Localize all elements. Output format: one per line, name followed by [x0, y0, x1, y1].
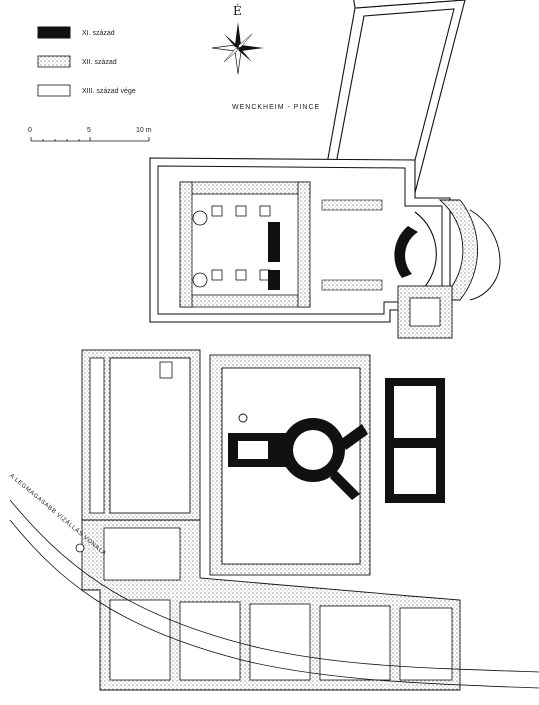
cellar-label: WENCKHEIM - PINCE: [232, 104, 321, 111]
scale-label-0: 0: [28, 127, 32, 134]
scale-bar: [30, 137, 150, 142]
legend-swatch-13th-century: [37, 84, 71, 97]
water-level-lines: [9, 499, 539, 689]
legend: [37, 26, 71, 97]
church-building: [149, 157, 501, 339]
rotunda-courtyard: [209, 354, 371, 576]
east-block: [385, 378, 445, 503]
west-block: [81, 349, 201, 521]
compass-rose-icon: [211, 22, 264, 75]
legend-swatch-11th-century: [37, 26, 71, 39]
scale-label-10m: 10 m: [136, 127, 152, 134]
compass-north-label: É: [233, 4, 242, 18]
legend-label-13th-century: XIII. század vége: [82, 88, 136, 95]
south-range: [75, 519, 461, 691]
legend-label-11th-century: XI. század: [82, 30, 115, 37]
legend-label-12th-century: XII. század: [82, 59, 117, 66]
scale-label-5: 5: [87, 127, 91, 134]
legend-swatch-12th-century: [37, 55, 71, 68]
